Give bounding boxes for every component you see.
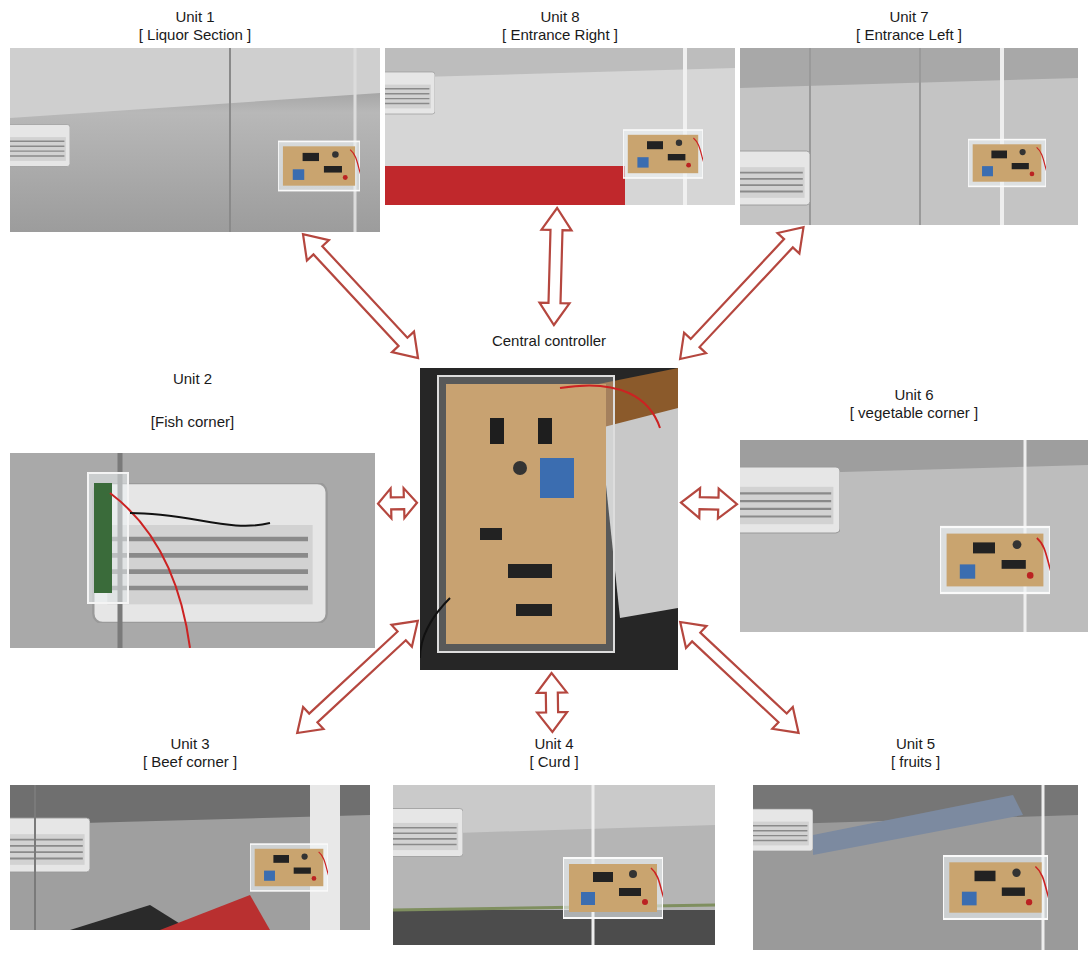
unit-photo	[0, 48, 380, 232]
unit-photo	[0, 785, 370, 930]
location-label: [ Beef corner ]	[10, 753, 370, 771]
location-label: [ vegetable corner ]	[740, 404, 1088, 422]
location-label: [ Curd ]	[393, 753, 715, 771]
location-label: [Fish corner]	[10, 413, 375, 431]
double-arrow	[297, 621, 418, 733]
unit-title: Unit 6	[740, 386, 1088, 404]
air-conditioner	[365, 72, 435, 114]
unit-title: Unit 2	[10, 370, 375, 388]
unit-photo	[720, 48, 1078, 225]
unit-photo	[10, 453, 375, 648]
location-label: [ Entrance Left ]	[740, 26, 1078, 44]
double-arrow	[537, 673, 567, 732]
location-label: [ Entrance Right ]	[385, 26, 735, 44]
unit-node: Unit 6[ vegetable corner ]	[740, 386, 1088, 632]
sensor-unit	[250, 844, 336, 891]
sensor-unit	[943, 856, 1059, 919]
air-conditioner	[720, 151, 810, 205]
unit-title: Unit 7	[740, 8, 1078, 26]
double-arrow	[680, 227, 803, 359]
double-arrow	[540, 208, 572, 325]
unit-node: Unit 4[ Curd ]	[393, 735, 715, 945]
double-arrow	[680, 622, 798, 733]
unit-title: Unit 8	[385, 8, 735, 26]
air-conditioner	[0, 818, 90, 872]
controller-node: Central controller	[420, 328, 678, 670]
double-arrow	[681, 488, 737, 518]
location-label: [ fruits ]	[753, 753, 1078, 771]
air-conditioner	[743, 809, 813, 851]
unit-photo	[730, 440, 1088, 632]
unit-node: Unit 8[ Entrance Right ]	[385, 4, 735, 205]
unit-node: Unit 2 [Fish corner]	[10, 370, 375, 648]
unit-title: Unit 5	[753, 735, 1078, 753]
unit-title: Unit 1	[10, 8, 380, 26]
unit-title: Central controller	[420, 332, 678, 350]
sensor-unit	[968, 140, 1054, 187]
location-label: [ Liquor Section ]	[10, 26, 380, 44]
unit-node: Unit 3[ Beef corner ]	[10, 735, 370, 930]
unit-node: Unit 7[ Entrance Left ]	[740, 4, 1078, 225]
air-conditioner	[0, 125, 70, 167]
air-conditioner	[383, 809, 463, 857]
sensor-unit	[563, 858, 673, 918]
sensor-unit	[278, 141, 368, 190]
controller-photo	[420, 368, 678, 670]
unit-title: Unit 4	[393, 735, 715, 753]
unit-photo	[743, 785, 1078, 950]
unit-node: Unit 5[ fruits ]	[753, 735, 1078, 950]
unit-photo	[383, 785, 715, 945]
unit-title: Unit 3	[10, 735, 370, 753]
double-arrow	[303, 234, 418, 358]
air-conditioner	[730, 467, 840, 533]
sensor-unit	[623, 130, 711, 178]
unit-node: Unit 1[ Liquor Section ]	[10, 4, 380, 232]
unit-photo	[365, 48, 735, 205]
double-arrow	[378, 488, 417, 518]
sensor-unit	[940, 527, 1061, 593]
